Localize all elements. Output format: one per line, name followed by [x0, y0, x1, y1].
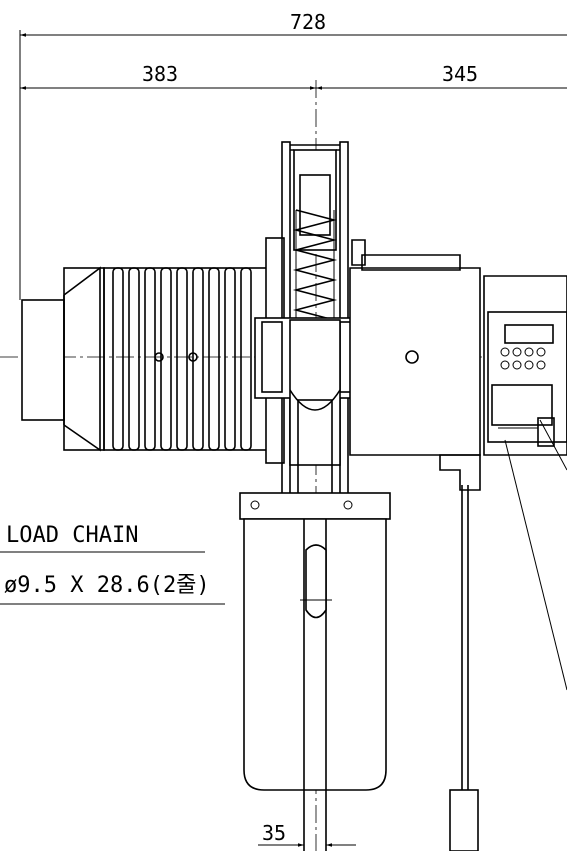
dimension-overall: 728	[19, 10, 567, 300]
cooling-fin	[144, 267, 156, 451]
fin-group	[112, 267, 252, 451]
leader-line	[504, 439, 567, 691]
controller-display	[504, 324, 554, 344]
cooling-fin	[112, 267, 124, 451]
dimension-bottom: 35	[258, 821, 356, 847]
load-chain-callout: LOAD CHAIN ø9.5 X 28.6(2줄)	[0, 523, 225, 605]
pendant-cable	[449, 485, 479, 851]
dimension-right-label: 345	[442, 62, 478, 86]
controller-buttons	[500, 347, 546, 370]
dimension-bottom-label: 35	[262, 821, 286, 845]
motor-bolt-1	[154, 352, 164, 362]
dimension-left: 383	[20, 62, 316, 90]
brake-spring	[292, 209, 338, 321]
dimension-right: 345	[316, 62, 567, 90]
cooling-fin	[128, 267, 140, 451]
load-chain-spec: ø9.5 X 28.6(2줄)	[4, 573, 210, 598]
cooling-fin	[192, 267, 204, 451]
cooling-fin	[208, 267, 220, 451]
cooling-fin	[176, 267, 188, 451]
cooling-fin	[240, 267, 252, 451]
controller-housing	[349, 239, 481, 491]
chain-hook	[300, 544, 332, 619]
cooling-fin	[160, 267, 172, 451]
housing-bolt	[405, 350, 419, 364]
motor-end-cap	[21, 266, 105, 452]
load-chain-title: LOAD CHAIN	[6, 523, 138, 548]
control-panel	[483, 275, 567, 456]
motor-bolt-2	[188, 352, 198, 362]
cooling-fin	[224, 267, 236, 451]
dimension-overall-label: 728	[290, 10, 326, 34]
dimension-left-label: 383	[142, 62, 178, 86]
